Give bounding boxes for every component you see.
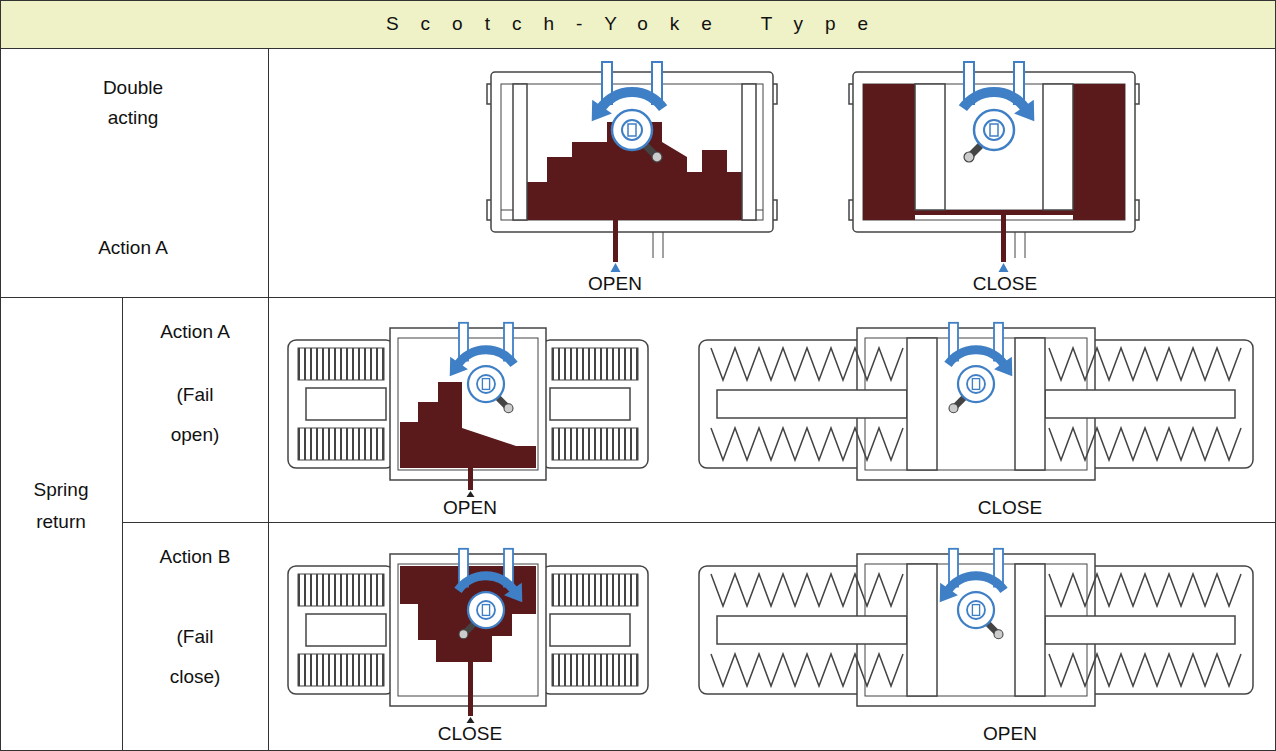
port-arrow: [611, 263, 621, 272]
table-cell-text: Double acting: [93, 73, 173, 133]
state-label: OPEN: [410, 498, 530, 518]
table-cell-text: (Fail close): [158, 617, 232, 697]
table-cell-text: Spring return: [19, 474, 103, 538]
actuator-figure: [487, 62, 777, 262]
row-rule: [0, 48, 1276, 49]
port-arrow: [467, 717, 475, 723]
state-label: OPEN: [950, 724, 1070, 744]
actuator-figure: [849, 62, 1139, 262]
table-cell-text: Action A: [130, 320, 260, 344]
table-cell-text: Action B: [130, 545, 260, 569]
actuator-figure: [288, 323, 648, 490]
port-arrow: [999, 263, 1009, 272]
actuator-figure: [699, 323, 1253, 480]
port-arrow: [467, 491, 475, 497]
state-label: CLOSE: [410, 724, 530, 744]
table-title: Scotch-Yoke Type: [0, 12, 1276, 36]
actuator-figure: [288, 549, 648, 716]
column-rule: [122, 297, 123, 751]
header-band: [0, 0, 1276, 48]
state-label: CLOSE: [950, 498, 1070, 518]
table-cell-text: (Fail open): [158, 375, 232, 455]
table-cell-text: Action A: [63, 236, 203, 260]
actuator-figure: [699, 549, 1253, 706]
column-rule: [268, 48, 269, 751]
row-rule: [122, 522, 1276, 523]
row-rule: [0, 297, 1276, 298]
state-label: CLOSE: [945, 274, 1065, 294]
state-label: OPEN: [555, 274, 675, 294]
